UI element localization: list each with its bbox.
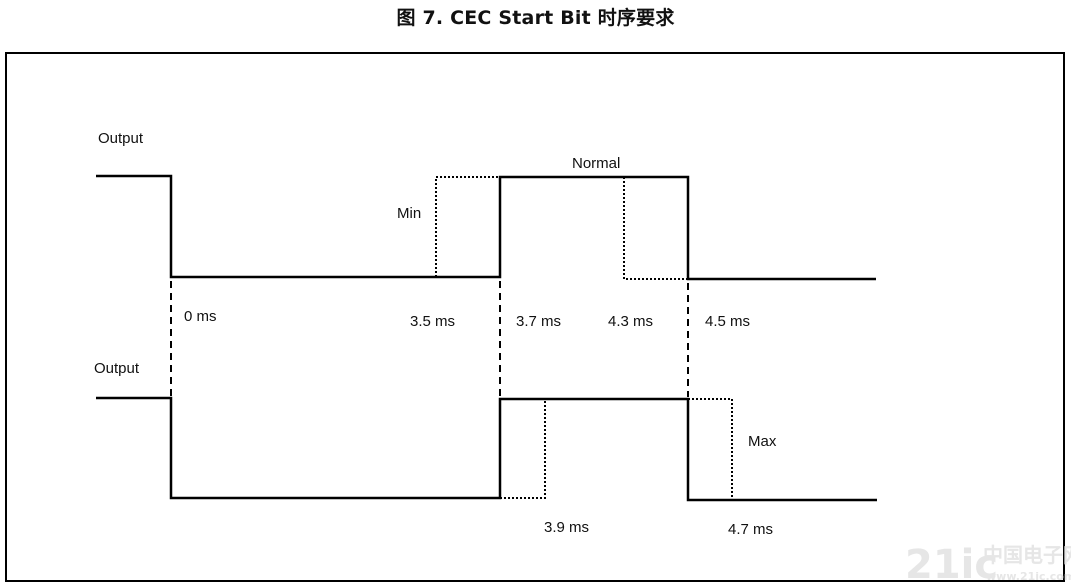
label-output-top: Output [98, 130, 144, 147]
label-output-bottom: Output [94, 360, 140, 377]
watermark-cn: 中国电子网 [983, 543, 1071, 567]
top-early-end-dotted [623, 177, 688, 280]
bottom-late-rise-dotted [500, 399, 546, 499]
top-waveform-normal [96, 174, 876, 281]
label-time-3-7ms: 3.7 ms [516, 313, 561, 330]
top-waveform [96, 174, 876, 281]
label-time-4-3ms: 4.3 ms [608, 313, 653, 330]
top-waveform-tolerance [435, 176, 688, 280]
top-min-dotted-pulse [435, 176, 500, 277]
label-normal: Normal [572, 155, 620, 172]
bottom-max-dotted-pulse [688, 398, 733, 500]
label-time-3-5ms: 3.5 ms [410, 313, 455, 330]
label-time-4-5ms: 4.5 ms [705, 313, 750, 330]
reference-lines [170, 281, 689, 397]
watermark-brand: 21ic [905, 542, 998, 587]
label-time-3-9ms: 3.9 ms [544, 519, 589, 536]
label-max: Max [748, 433, 777, 450]
watermark: 21ic 中国电子网 www.21ic.com [905, 542, 1071, 587]
watermark-url: www.21ic.com [986, 570, 1071, 583]
label-min: Min [397, 205, 421, 222]
bottom-waveform [96, 396, 877, 502]
figure-title: 图 7. CEC Start Bit 时序要求 [396, 7, 675, 29]
label-time-0ms: 0 ms [184, 308, 217, 325]
label-time-4-7ms: 4.7 ms [728, 521, 773, 538]
bottom-waveform-tolerance [500, 398, 733, 500]
bottom-waveform-normal [96, 396, 877, 502]
diagram-frame [5, 52, 1065, 582]
